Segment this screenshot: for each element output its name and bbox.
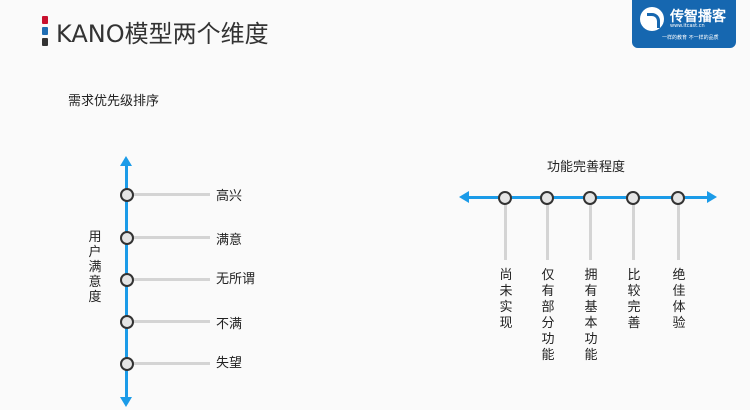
- satisfaction-node: [120, 188, 134, 202]
- logo-slogan: 一样的教育 不一样的品质: [662, 35, 719, 41]
- satisfaction-tick-line: [132, 362, 210, 365]
- arrow-up-icon: [120, 156, 132, 166]
- completeness-level-label: 绝佳体验: [672, 268, 686, 331]
- completeness-node: [540, 191, 554, 205]
- satisfaction-axis-label: 用户满意度: [88, 230, 102, 305]
- satisfaction-tick-line: [132, 236, 210, 239]
- completeness-tick-line: [632, 202, 635, 260]
- satisfaction-node: [120, 231, 134, 245]
- completeness-tick-line: [546, 202, 549, 260]
- logo-mark-icon: [640, 7, 664, 31]
- section-subtitle: 需求优先级排序: [68, 94, 160, 109]
- satisfaction-tick-line: [132, 320, 210, 323]
- completeness-node: [671, 191, 685, 205]
- completeness-level-label: 仅有部分功能: [541, 268, 555, 363]
- satisfaction-level-label: 高兴: [216, 189, 243, 204]
- satisfaction-node: [120, 315, 134, 329]
- brand-logo: 传智播客 www.itcast.cn 一样的教育 不一样的品质: [632, 0, 736, 48]
- completeness-tick-line: [589, 202, 592, 260]
- satisfaction-tick-line: [132, 278, 210, 281]
- arrow-down-icon: [120, 397, 132, 407]
- satisfaction-level-label: 不满: [216, 317, 243, 332]
- slide-title: KANO模型两个维度: [56, 20, 269, 48]
- satisfaction-level-label: 失望: [216, 356, 243, 371]
- satisfaction-tick-line: [132, 193, 210, 196]
- completeness-level-label: 比较完善: [627, 268, 641, 331]
- arrow-right-icon: [707, 191, 717, 203]
- completeness-tick-line: [504, 202, 507, 260]
- satisfaction-node: [120, 273, 134, 287]
- completeness-node: [583, 191, 597, 205]
- completeness-node: [626, 191, 640, 205]
- logo-url: www.itcast.cn: [670, 23, 705, 29]
- title-marker-icon: [42, 16, 48, 46]
- satisfaction-level-label: 无所谓: [216, 272, 256, 287]
- satisfaction-level-label: 满意: [216, 233, 243, 248]
- satisfaction-node: [120, 357, 134, 371]
- logo-name: 传智播客: [670, 9, 726, 25]
- completeness-level-label: 尚未实现: [499, 268, 513, 331]
- completeness-node: [498, 191, 512, 205]
- completeness-axis-label: 功能完善程度: [547, 160, 626, 175]
- completeness-tick-line: [677, 202, 680, 260]
- arrow-left-icon: [459, 191, 469, 203]
- completeness-level-label: 拥有基本功能: [584, 268, 598, 363]
